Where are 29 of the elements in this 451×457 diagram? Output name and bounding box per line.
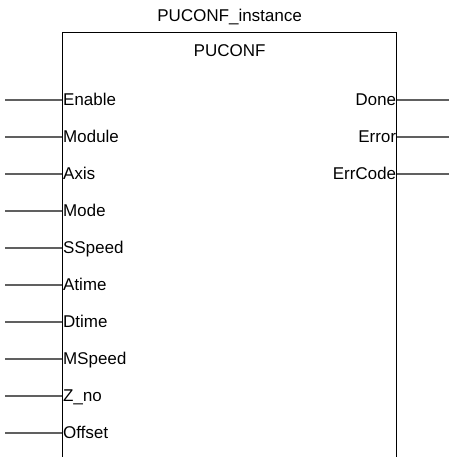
output-pin-label: Done: [355, 90, 396, 110]
pin-line: [5, 321, 62, 323]
pin-line: [397, 173, 449, 175]
pin-line: [5, 284, 62, 286]
instance-name: PUCONF_instance: [156, 6, 303, 26]
block-type-name: PUCONF: [192, 41, 266, 61]
output-pin-label: ErrCode: [332, 164, 396, 184]
input-pin-label: Dtime: [63, 312, 108, 332]
output-pin-label: Error: [358, 127, 396, 147]
input-pin-label: Z_no: [63, 386, 102, 406]
pin-line: [5, 173, 62, 175]
input-pin-label: SSpeed: [63, 238, 124, 258]
input-pin-label: Axis: [63, 164, 96, 184]
pin-line: [397, 136, 449, 138]
pin-line: [5, 247, 62, 249]
pin-line: [5, 136, 62, 138]
input-pin-label: Enable: [63, 90, 116, 110]
pin-line: [5, 432, 62, 434]
pin-line: [5, 210, 62, 212]
pin-line: [5, 395, 62, 397]
input-pin-label: Offset: [63, 423, 108, 443]
pin-line: [5, 358, 62, 360]
pin-line: [397, 99, 449, 101]
input-pin-label: Module: [63, 127, 119, 147]
function-block: [62, 32, 397, 457]
input-pin-label: Atime: [63, 275, 106, 295]
pin-line: [5, 99, 62, 101]
input-pin-label: Mode: [63, 201, 106, 221]
input-pin-label: MSpeed: [63, 349, 126, 369]
